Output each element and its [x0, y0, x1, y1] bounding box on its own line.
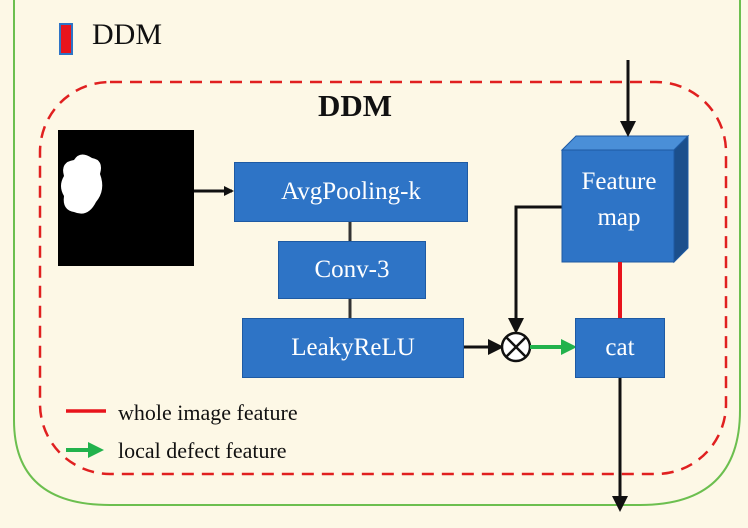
- feature-map-front: [561, 149, 675, 263]
- ddm-module-title: DDM: [318, 88, 393, 123]
- legend-local-defect-feature: local defect feature: [118, 438, 287, 463]
- cat-block: cat: [575, 318, 665, 378]
- legend-ddm-label: DDM: [92, 18, 163, 51]
- defect-blob: [61, 154, 103, 214]
- legend-whole-image-feature: whole image feature: [118, 400, 298, 425]
- ddm-region-border: [38, 80, 728, 476]
- feature-map-top: [560, 135, 690, 151]
- leakyrelu-block: LeakyReLU: [242, 318, 464, 378]
- feature-map-label: Feature map: [562, 164, 676, 236]
- feature-map-label-line1: Feature: [581, 168, 657, 195]
- arrow-featuremap-to-multiply: [508, 205, 562, 334]
- feature-map-label-line2: map: [597, 204, 641, 231]
- multiply-cross-b: [505, 336, 527, 358]
- feature-map-side: [673, 134, 689, 264]
- outer-frame: [13, 0, 741, 506]
- avgpooling-block: AvgPooling-k: [234, 162, 468, 222]
- conv-block: Conv-3: [278, 241, 426, 299]
- ddm-legend-marker: [59, 23, 73, 55]
